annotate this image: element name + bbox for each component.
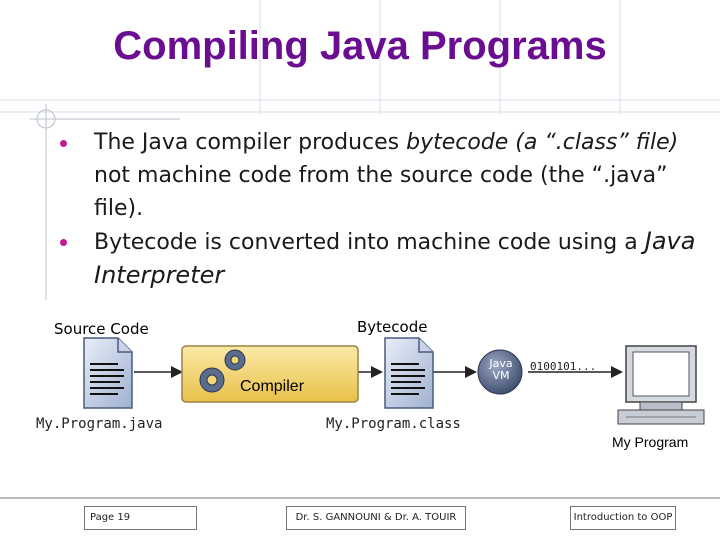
jvm-icon: [477, 349, 523, 395]
bullet-text: not machine code from the source code (t…: [94, 163, 668, 221]
compiler-label: Compiler: [240, 378, 305, 395]
bullet-list: The Java compiler produces bytecode (a “…: [56, 126, 706, 293]
crosshair-decoration: [30, 104, 180, 300]
source-code-label: Source Code: [54, 320, 149, 338]
footer-course: Introduction to OOP: [570, 506, 676, 530]
footer-authors: Dr. S. GANNOUNI & Dr. A. TOUIR: [286, 506, 466, 530]
footer-page-number: Page 19: [84, 506, 197, 530]
bullet-item: Bytecode is converted into machine code …: [56, 225, 706, 293]
class-filename: My.Program.class: [326, 416, 461, 432]
bytecode-label: Bytecode: [357, 318, 428, 336]
bytecode-document-icon: [384, 337, 434, 409]
program-label: My Program: [612, 434, 689, 450]
bullet-italic-text: bytecode (a “.class” file): [406, 130, 679, 155]
computer-icon: [617, 345, 705, 425]
bullet-dot-icon: [60, 140, 67, 147]
binary-output: 0100101...: [530, 360, 597, 373]
source-filename: My.Program.java: [36, 416, 163, 432]
gear-icon: [199, 349, 246, 393]
bullet-italic-text: Java Interpreter: [94, 227, 696, 289]
compiler-box: [181, 345, 359, 403]
source-document-icon: [83, 337, 133, 409]
bullet-dot-icon: [60, 239, 67, 246]
bullet-text: The Java compiler produces: [94, 130, 407, 155]
slide-title: Compiling Java Programs: [113, 24, 607, 68]
bullet-item: The Java compiler produces bytecode (a “…: [56, 126, 706, 225]
bullet-text: Bytecode is converted into machine code …: [94, 230, 645, 255]
